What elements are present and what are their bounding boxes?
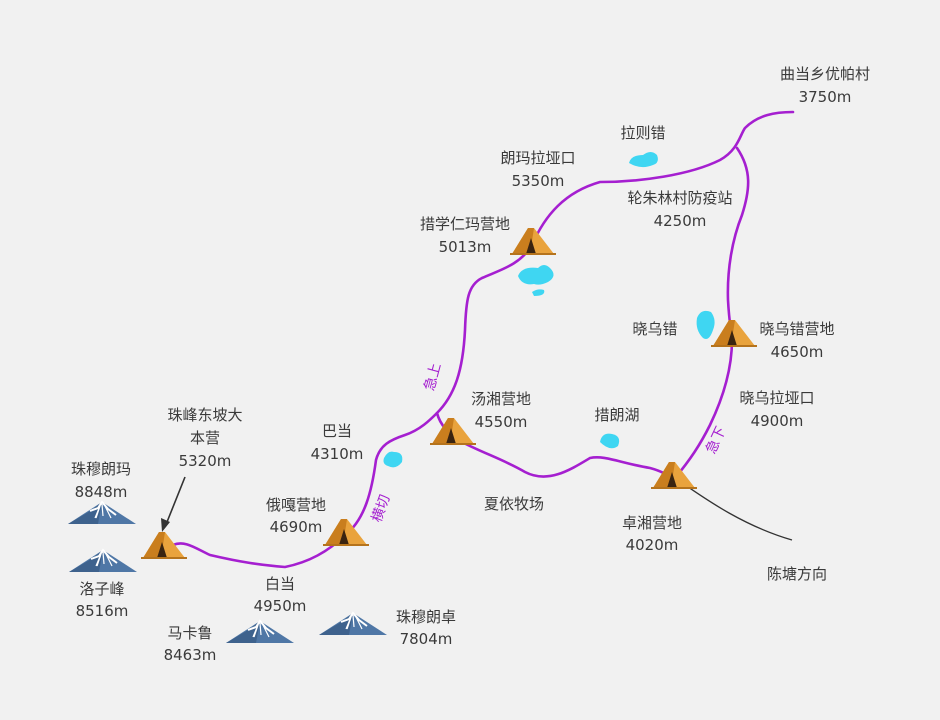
tent-icon-cuoxue — [509, 227, 557, 255]
label-basecamp-1: 珠峰东坡大 — [167, 406, 242, 424]
alt-cuoxue: 5013m — [439, 238, 492, 256]
alt-basecamp: 5320m — [179, 452, 232, 470]
label-xiayi: 夏依牧场 — [484, 495, 544, 513]
lake-cuoxue — [518, 265, 554, 296]
arrow-head-icon — [161, 518, 170, 532]
label-langma: 朗玛拉垭口 — [500, 149, 575, 167]
label-baidang: 白当 — [265, 575, 295, 593]
alt-zhuomulangzhuo: 7804m — [400, 630, 453, 648]
label-lhotse: 洛子峰 — [79, 580, 124, 598]
alt-qudang: 3750m — [799, 88, 852, 106]
label-tangxiang: 汤湘营地 — [471, 390, 531, 408]
tent-icon-zhuoxiang — [650, 461, 698, 489]
tent-icon-tangxiang — [429, 417, 477, 445]
annotation-steep-up: 急上 — [422, 361, 445, 392]
label-makalu: 马卡鲁 — [167, 624, 212, 642]
alt-zhuoxiang: 4020m — [626, 536, 679, 554]
label-xiaowupass: 晓乌拉垭口 — [739, 389, 814, 407]
alt-baidang: 4950m — [254, 597, 307, 615]
alt-ega: 4690m — [270, 518, 323, 536]
tent-icon-basecamp — [140, 531, 188, 559]
mountain-icon-lhotse — [68, 549, 138, 573]
label-basecamp-2: 本营 — [190, 429, 220, 447]
lake-cuolang — [600, 433, 620, 449]
mountain-icon-zhuomulangzhuo — [318, 612, 388, 636]
label-xiaowucamp: 晓乌错营地 — [759, 320, 834, 338]
label-ega: 俄嘎营地 — [266, 496, 326, 514]
tent-icon-xiaowu — [710, 319, 758, 347]
label-everest: 珠穆朗玛 — [71, 460, 131, 478]
label-laze: 拉则错 — [620, 124, 665, 142]
alt-tangxiang: 4550m — [475, 413, 528, 431]
alt-everest: 8848m — [75, 483, 128, 501]
label-cuolang: 措朗湖 — [594, 406, 639, 424]
label-zhuoxiang: 卓湘营地 — [622, 514, 682, 532]
alt-lhotse: 8516m — [76, 602, 129, 620]
lake-badang — [383, 451, 403, 468]
tent-icon-ega — [322, 518, 370, 546]
label-zhuomulangzhuo: 珠穆朗卓 — [396, 608, 456, 626]
basecamp-arrow — [164, 476, 186, 528]
route-south — [435, 411, 682, 485]
alt-badang: 4310m — [311, 445, 364, 463]
annotation-traverse: 横切 — [369, 493, 394, 525]
label-badang: 巴当 — [322, 422, 352, 440]
label-lunzhu: 轮朱林村防疫站 — [627, 189, 732, 207]
lake-xiaowu — [696, 310, 715, 339]
label-qudang: 曲当乡优帕村 — [780, 65, 870, 83]
lake-laze — [629, 152, 658, 168]
alt-xiaowupass: 4900m — [751, 412, 804, 430]
alt-xiaowucamp: 4650m — [771, 343, 824, 361]
label-chentang: 陈塘方向 — [767, 565, 827, 583]
alt-makalu: 8463m — [164, 646, 217, 664]
mountain-icon-makalu — [225, 620, 295, 644]
label-xiaowucuo: 晓乌错 — [632, 320, 677, 338]
mountain-icon-everest — [67, 501, 137, 525]
route-main — [171, 110, 795, 569]
alt-langma: 5350m — [512, 172, 565, 190]
label-cuoxue: 措学仁玛营地 — [420, 215, 510, 233]
alt-lunzhu: 4250m — [654, 212, 707, 230]
